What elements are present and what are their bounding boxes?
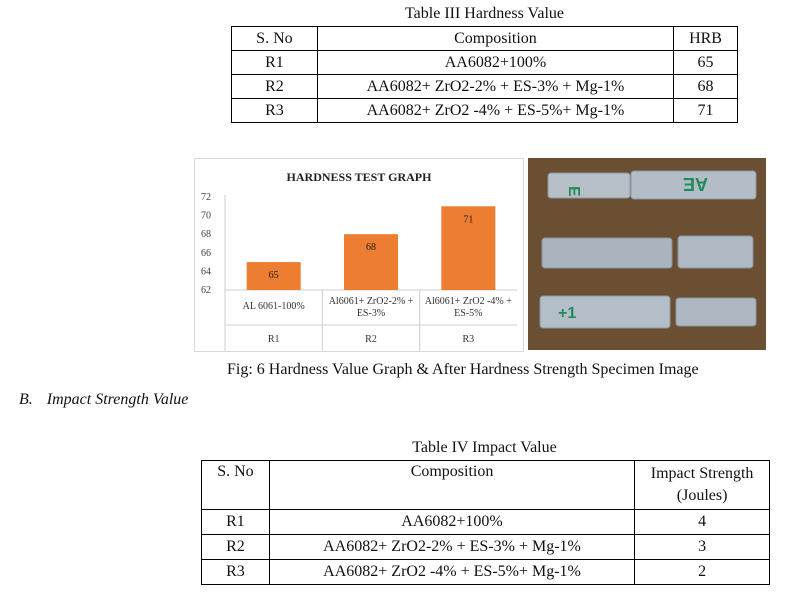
specimen-piece (541, 237, 673, 269)
category-label: Al6061+ ZrO2-2% +ES-3% (329, 296, 414, 319)
data-label: 68 (366, 242, 376, 253)
category-label: Al6061+ ZrO2 -4% +ES-5% (425, 296, 512, 319)
header-composition: Composition (268, 460, 636, 510)
y-tick-label: 64 (201, 266, 211, 277)
specimen-piece (677, 235, 754, 269)
cell-hrb: 68 (673, 74, 738, 99)
category-group-label: R2 (365, 334, 377, 345)
category-group-label: R3 (462, 334, 474, 345)
cell-sno: R2 (201, 534, 270, 560)
section-title: Impact Strength Value (46, 391, 189, 408)
header-composition: Composition (316, 26, 675, 51)
table-row: R2 AA6082+ ZrO2-2% + ES-3% + Mg-1% 3 (201, 534, 770, 560)
y-tick-label: 66 (201, 248, 211, 259)
cell-sno: R3 (201, 559, 270, 585)
y-tick-label: 62 (201, 285, 211, 296)
specimen-piece (547, 172, 631, 199)
cell-composition: AA6082+100% (268, 509, 636, 535)
specimen-piece (630, 170, 757, 200)
cell-hrb: 71 (673, 98, 738, 123)
table-row: R1 AA6082+100% 65 (231, 50, 738, 75)
table-row: R2 AA6082+ ZrO2-2% + ES-3% + Mg-1% 68 (231, 74, 738, 99)
header-hrb: HRB (673, 26, 738, 51)
y-tick-label: 70 (201, 211, 211, 222)
hardness-table: S. No Composition HRB R1 AA6082+100% 65 … (231, 26, 738, 123)
table-row: R3 AA6082+ ZrO2 -4% + ES-5%+ Mg-1% 71 (231, 98, 738, 123)
cell-impact: 3 (634, 534, 770, 560)
section-number: B. (19, 391, 33, 408)
chart-title: HARDNESS TEST GRAPH (287, 170, 433, 184)
impact-table: S. No Composition Impact Strength(Joules… (201, 460, 770, 585)
specimen-pair-middle (541, 235, 754, 269)
cell-impact: 2 (634, 559, 770, 585)
specimen-photo-svg: E AE +1 (539, 170, 757, 329)
table-4-caption: Table IV Impact Value (412, 439, 557, 456)
header-sno: S. No (201, 460, 270, 510)
specimen-marking: +1 (558, 305, 576, 322)
specimen-piece (675, 297, 757, 327)
chart-bar (344, 234, 398, 290)
figure-caption: Fig: 6 Hardness Value Graph & After Hard… (227, 361, 699, 378)
hardness-chart: HARDNESS TEST GRAPH 62 64 66 68 70 72 65 AL 606… (194, 158, 524, 352)
chart-bar (441, 206, 496, 290)
specimen-piece (539, 295, 671, 329)
category-group-label: R1 (268, 334, 280, 345)
category-label: AL 6061-100% (243, 301, 305, 312)
cell-composition: AA6082+100% (316, 50, 675, 75)
specimen-marking: AE (683, 174, 708, 194)
table-3-caption: Table III Hardness Value (405, 5, 564, 22)
cell-hrb: 65 (673, 50, 738, 75)
cell-composition: AA6082+ ZrO2-2% + ES-3% + Mg-1% (316, 74, 675, 99)
cell-sno: R2 (231, 74, 318, 99)
hardness-chart-svg: HARDNESS TEST GRAPH 62 64 66 68 70 72 65 AL 606… (201, 170, 517, 351)
data-label: 65 (269, 270, 279, 281)
cell-composition: AA6082+ ZrO2-2% + ES-3% + Mg-1% (268, 534, 636, 560)
cell-sno: R3 (231, 98, 318, 123)
table-header-row: S. No Composition HRB (231, 26, 738, 51)
cell-impact: 4 (634, 509, 770, 535)
cell-sno: R1 (231, 50, 318, 75)
chart-bar (246, 262, 301, 290)
table-row: R3 AA6082+ ZrO2 -4% + ES-5%+ Mg-1% 2 (201, 559, 770, 585)
cell-composition: AA6082+ ZrO2 -4% + ES-5%+ Mg-1% (268, 559, 636, 585)
y-tick-label: 72 (201, 192, 211, 203)
specimen-pair-top: E AE (547, 170, 757, 200)
specimen-pair-bottom: +1 (539, 295, 757, 329)
specimen-marking: E (565, 186, 582, 197)
specimen-photo: E AE +1 (528, 158, 766, 350)
table-header-row: S. No Composition Impact Strength(Joules… (201, 460, 770, 510)
table-row: R1 AA6082+100% 4 (201, 509, 770, 535)
header-impact-strength: Impact Strength(Joules) (634, 460, 770, 510)
data-label: 71 (463, 214, 473, 225)
header-sno: S. No (231, 26, 318, 51)
cell-composition: AA6082+ ZrO2 -4% + ES-5%+ Mg-1% (316, 98, 675, 123)
section-heading: B. Impact Strength Value (19, 391, 188, 409)
cell-sno: R1 (201, 509, 270, 535)
y-tick-label: 68 (201, 229, 211, 240)
